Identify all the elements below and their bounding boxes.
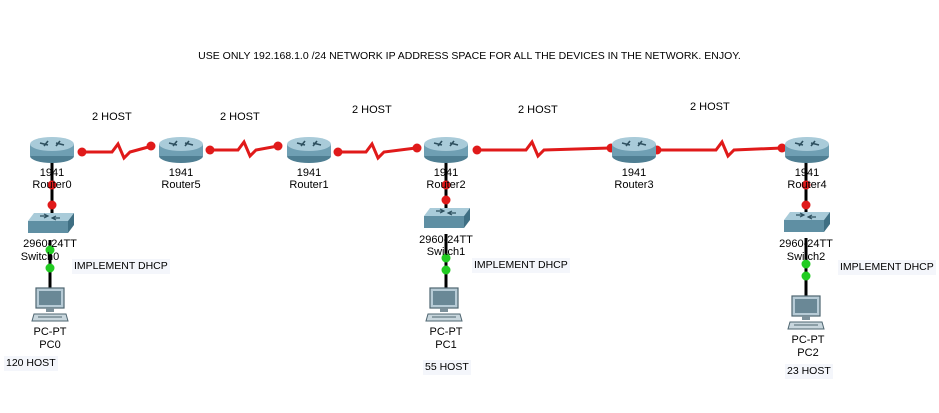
switch-switch0[interactable] bbox=[26, 211, 76, 240]
pc-icon bbox=[787, 295, 825, 330]
pc-name-label: PC1 bbox=[435, 339, 457, 351]
router-icon bbox=[159, 137, 203, 163]
switch-switch1[interactable] bbox=[422, 206, 472, 235]
port-up-dot bbox=[801, 259, 811, 269]
pc-icon bbox=[31, 287, 69, 322]
switch-icon bbox=[28, 213, 74, 233]
port-up-dot bbox=[441, 253, 451, 263]
pc-model-label: PC-PT bbox=[429, 326, 463, 338]
port-up-dot bbox=[801, 271, 811, 281]
serial-link[interactable] bbox=[657, 139, 783, 159]
port-down-dot bbox=[273, 141, 283, 151]
serial-link[interactable] bbox=[338, 141, 417, 161]
router-router0[interactable] bbox=[28, 134, 76, 169]
link-host-label: 2 HOST bbox=[220, 111, 260, 123]
serial-link[interactable] bbox=[210, 139, 279, 159]
port-up-dot bbox=[45, 263, 55, 273]
router-name-label: Router3 bbox=[614, 179, 654, 191]
dhcp-note: IMPLEMENT DHCP bbox=[472, 258, 570, 273]
router-router2[interactable] bbox=[422, 134, 470, 169]
host-count-label: 23 HOST bbox=[785, 364, 833, 379]
router-name-label: Router1 bbox=[289, 179, 329, 191]
router-router1[interactable] bbox=[285, 134, 333, 169]
router-icon bbox=[612, 137, 656, 163]
switch-name-label: Switch1 bbox=[426, 246, 466, 258]
dhcp-note: IMPLEMENT DHCP bbox=[72, 259, 170, 274]
dhcp-note: IMPLEMENT DHCP bbox=[838, 260, 936, 275]
link-host-label: 2 HOST bbox=[690, 101, 730, 113]
router-router4[interactable] bbox=[783, 134, 831, 169]
pc-pc0[interactable] bbox=[30, 286, 70, 329]
pc-name-label: PC2 bbox=[797, 347, 819, 359]
switch-model-label: 2960-24TT bbox=[419, 234, 473, 246]
router-model-label: 1941 bbox=[39, 167, 65, 179]
router-icon bbox=[30, 137, 74, 163]
port-down-dot bbox=[472, 145, 482, 155]
port-up-dot bbox=[441, 265, 451, 275]
router-model-label: 1941 bbox=[794, 167, 820, 179]
pc-icon bbox=[425, 287, 463, 322]
switch-icon bbox=[784, 212, 830, 232]
serial-link[interactable] bbox=[478, 139, 611, 159]
router-name-label: Router2 bbox=[426, 179, 466, 191]
port-down-dot bbox=[441, 180, 451, 190]
port-up-dot bbox=[45, 245, 55, 255]
router-icon bbox=[785, 137, 829, 163]
serial-link[interactable] bbox=[80, 141, 153, 161]
port-down-dot bbox=[777, 143, 787, 153]
port-down-dot bbox=[47, 200, 57, 210]
link-host-label: 2 HOST bbox=[518, 104, 558, 116]
port-down-dot bbox=[47, 180, 57, 190]
router-model-label: 1941 bbox=[621, 167, 647, 179]
router-model-label: 1941 bbox=[296, 167, 322, 179]
router-router3[interactable] bbox=[610, 134, 658, 169]
switch-name-label: Switch0 bbox=[20, 251, 60, 263]
switch-icon bbox=[424, 208, 470, 228]
router-model-label: 1941 bbox=[433, 167, 459, 179]
link-host-label: 2 HOST bbox=[352, 104, 392, 116]
host-count-label: 120 HOST bbox=[4, 356, 58, 371]
switch-model-label: 2960-24TT bbox=[779, 238, 833, 250]
router-name-label: Router0 bbox=[32, 179, 72, 191]
port-down-dot bbox=[77, 147, 87, 157]
port-down-dot bbox=[801, 180, 811, 190]
router-name-label: Router4 bbox=[787, 179, 827, 191]
router-model-label: 1941 bbox=[168, 167, 194, 179]
instruction-banner: USE ONLY 192.168.1.0 /24 NETWORK IP ADDR… bbox=[198, 50, 741, 62]
port-down-dot bbox=[333, 147, 343, 157]
router-icon bbox=[287, 137, 331, 163]
pc-model-label: PC-PT bbox=[791, 334, 825, 346]
host-count-label: 55 HOST bbox=[423, 360, 471, 375]
port-down-dot bbox=[441, 195, 451, 205]
switch-switch2[interactable] bbox=[782, 210, 832, 239]
pc-pc2[interactable] bbox=[786, 294, 826, 337]
port-down-dot bbox=[412, 143, 422, 153]
switch-model-label: 2960-24TT bbox=[23, 238, 77, 250]
port-down-dot bbox=[205, 145, 215, 155]
pc-model-label: PC-PT bbox=[33, 326, 67, 338]
port-down-dot bbox=[146, 141, 156, 151]
router-router5[interactable] bbox=[157, 134, 205, 169]
pc-name-label: PC0 bbox=[39, 339, 61, 351]
router-name-label: Router5 bbox=[161, 179, 201, 191]
switch-name-label: Switch2 bbox=[786, 251, 826, 263]
port-indicators bbox=[45, 141, 811, 281]
link-host-label: 2 HOST bbox=[92, 111, 132, 123]
router-icon bbox=[424, 137, 468, 163]
pc-pc1[interactable] bbox=[424, 286, 464, 329]
port-down-dot bbox=[801, 200, 811, 210]
